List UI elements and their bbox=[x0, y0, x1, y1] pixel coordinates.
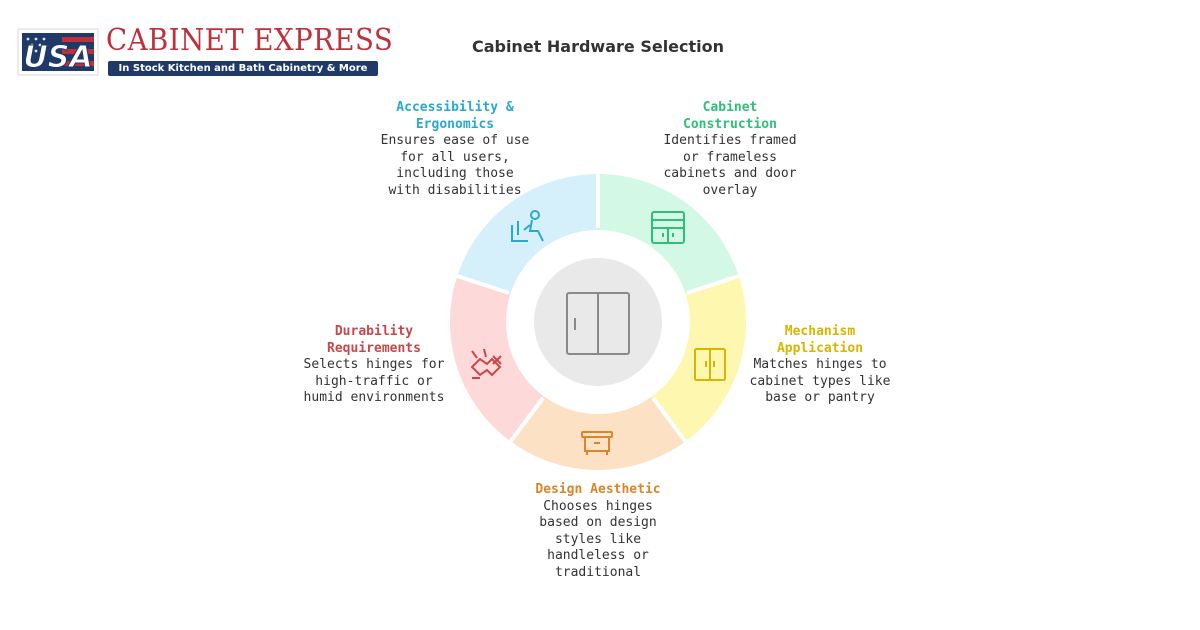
stress-test-icon bbox=[470, 348, 502, 379]
heading-design: Design Aesthetic bbox=[535, 482, 661, 497]
label-mechanism: Mechanism Application Matches hinges to … bbox=[745, 324, 895, 407]
brand-tagline: In Stock Kitchen and Bath Cabinetry & Mo… bbox=[108, 61, 378, 76]
heading-accessibility: Accessibility & Ergonomics bbox=[396, 100, 514, 132]
brand-logo[interactable]: USA CABINET EXPRESS In Stock Kitchen and… bbox=[16, 23, 393, 79]
page-title: Cabinet Hardware Selection bbox=[471, 37, 725, 56]
description-design: Chooses hinges based on design styles li… bbox=[539, 498, 657, 580]
label-durability: Durability Requirements Selects hinges f… bbox=[299, 324, 449, 407]
usa-flag-logo: USA bbox=[17, 28, 99, 76]
segment-mechanism[interactable] bbox=[652, 276, 747, 442]
segment-accessibility[interactable] bbox=[457, 174, 598, 294]
description-durability: Selects hinges for high-traffic or humid… bbox=[303, 357, 445, 405]
description-mechanism: Matches hinges to cabinet types like bas… bbox=[749, 357, 891, 405]
heading-mechanism: Mechanism Application bbox=[776, 324, 864, 356]
double-door-cabinet-icon bbox=[566, 292, 630, 355]
dresser-icon bbox=[581, 431, 613, 455]
label-design: Design Aesthetic Chooses hinges based on… bbox=[523, 482, 673, 581]
heading-construction: Cabinet Construction bbox=[683, 100, 777, 132]
label-construction: Cabinet Construction Identifies framed o… bbox=[660, 100, 800, 199]
description-construction: Identifies framed or frameless cabinets … bbox=[663, 133, 797, 198]
cabinet-doors-icon bbox=[694, 348, 726, 381]
brand-name: CABINET EXPRESS bbox=[106, 23, 394, 58]
flag-text: USA bbox=[23, 40, 92, 75]
label-accessibility: Accessibility & Ergonomics Ensures ease … bbox=[380, 100, 530, 199]
accessible-person-icon bbox=[511, 210, 544, 242]
kitchen-cabinet-icon bbox=[651, 211, 685, 244]
segment-dividers bbox=[453, 170, 743, 447]
segment-design[interactable] bbox=[511, 396, 685, 470]
heading-durability: Durability Requirements bbox=[327, 324, 421, 356]
description-accessibility: Ensures ease of use for all users, inclu… bbox=[380, 133, 530, 198]
